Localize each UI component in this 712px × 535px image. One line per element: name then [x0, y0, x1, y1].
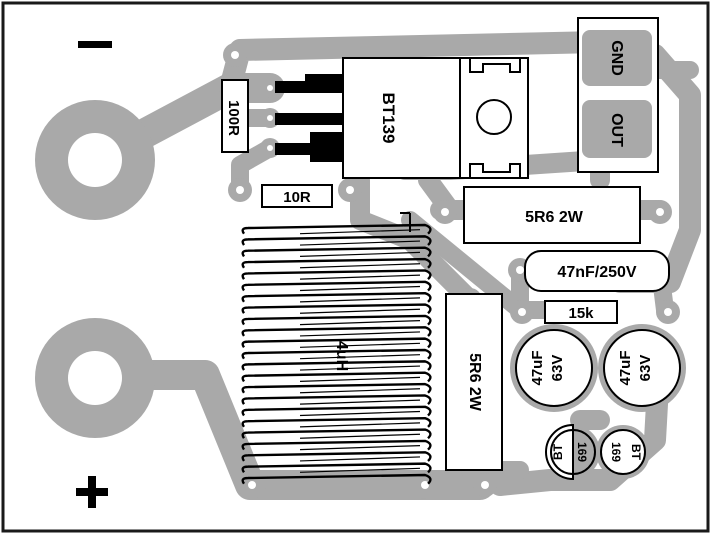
bt169-left-a: BT — [551, 443, 565, 460]
resistor-15k: 15k — [544, 300, 618, 324]
output-connector: GND OUT — [577, 17, 659, 173]
coil-back-turn — [299, 331, 421, 337]
resistor-5r6-top-label: 5R6 2W — [525, 209, 584, 226]
coil-turn — [241, 314, 432, 326]
bt169-right-b: 169 — [609, 442, 623, 462]
coil-back-turn — [299, 376, 421, 383]
coil-back-turn — [299, 444, 421, 451]
resistor-5r6-top: 5R6 2W — [463, 186, 641, 244]
coil-back-turn — [299, 297, 421, 303]
coil-back-turn — [299, 274, 421, 280]
coil-turn — [241, 246, 432, 258]
coil-turn — [241, 348, 432, 360]
coil-back-turn — [299, 467, 421, 473]
coil-turn — [241, 382, 432, 394]
coil-back-turn — [299, 422, 421, 428]
coil-back-turn — [299, 456, 421, 462]
coil-back-turn — [299, 285, 421, 292]
coil-back-turn — [299, 354, 421, 360]
coil-back-turn — [299, 399, 421, 405]
coil-turn — [241, 394, 432, 406]
minus-symbol — [78, 41, 112, 48]
resistor-10r: 10R — [261, 184, 333, 208]
coil-turn — [241, 269, 432, 281]
bt169-left-b: 169 — [575, 442, 589, 462]
inductor-4uh: 4uH — [241, 212, 432, 485]
coil-turn — [241, 462, 432, 474]
cap-right-value: 47uF — [617, 350, 634, 385]
coil-back-turn — [299, 365, 421, 371]
cap-left-voltage: 63V — [549, 355, 566, 382]
coil-back-turn — [299, 251, 421, 258]
plus-symbol — [76, 476, 108, 508]
coil-turn — [241, 257, 432, 269]
terminal-plus — [35, 318, 155, 438]
cap-left-value: 47uF — [529, 350, 546, 385]
coil-turn — [241, 235, 432, 246]
resistor-5r6-mid: 5R6 2W — [445, 293, 503, 471]
coil-turn — [241, 303, 432, 315]
capacitor-47uf-left: 47uF 63V — [510, 324, 598, 412]
thyristor-bt169-left: BT 169 — [545, 423, 600, 481]
terminal-minus — [35, 100, 155, 220]
resistor-15k-label: 15k — [568, 305, 594, 322]
triac-label: BT139 — [379, 92, 398, 143]
inductor-label: 4uH — [333, 341, 350, 371]
coil-turn — [241, 428, 432, 440]
thyristor-bt169-right: BT 169 — [596, 425, 650, 479]
coil-turn — [241, 360, 432, 371]
coil-turn — [241, 405, 432, 417]
resistor-10r-label: 10R — [283, 189, 311, 206]
triac-bt139: BT139 — [275, 57, 529, 179]
coil-turn — [241, 416, 432, 428]
coil-windings — [241, 223, 432, 485]
gnd-label: GND — [608, 40, 625, 76]
coil-back-turn — [299, 433, 421, 439]
coil-back-turn — [299, 308, 421, 314]
bt169-right-a: BT — [629, 444, 643, 461]
capacitor-47nf-label: 47nF/250V — [557, 264, 636, 281]
coil-back-turn — [299, 263, 421, 269]
coil-turn — [241, 326, 432, 337]
coil-turn — [241, 291, 432, 303]
capacitor-47nf: 47nF/250V — [524, 250, 670, 292]
coil-turn — [241, 473, 432, 485]
coil-turn — [241, 337, 432, 349]
coil-turn — [241, 451, 432, 462]
coil-turn — [241, 371, 432, 383]
cap-right-voltage: 63V — [637, 355, 654, 382]
out-label: OUT — [608, 113, 625, 147]
coil-turn — [241, 223, 432, 235]
resistor-100r-label: 100R — [225, 100, 242, 136]
coil-back-turn — [299, 240, 421, 246]
coil-back-turn — [299, 229, 421, 235]
coil-turn — [241, 280, 432, 292]
coil-back-turn — [299, 388, 421, 394]
capacitor-47uf-right: 47uF 63V — [598, 324, 686, 412]
coil-back-turn — [299, 342, 421, 348]
coil-back-turn — [299, 319, 421, 326]
coil-turn — [241, 439, 432, 451]
resistor-5r6-mid-label: 5R6 2W — [466, 353, 483, 412]
resistor-100r: 100R — [221, 79, 249, 153]
coil-back-turn — [299, 410, 421, 417]
